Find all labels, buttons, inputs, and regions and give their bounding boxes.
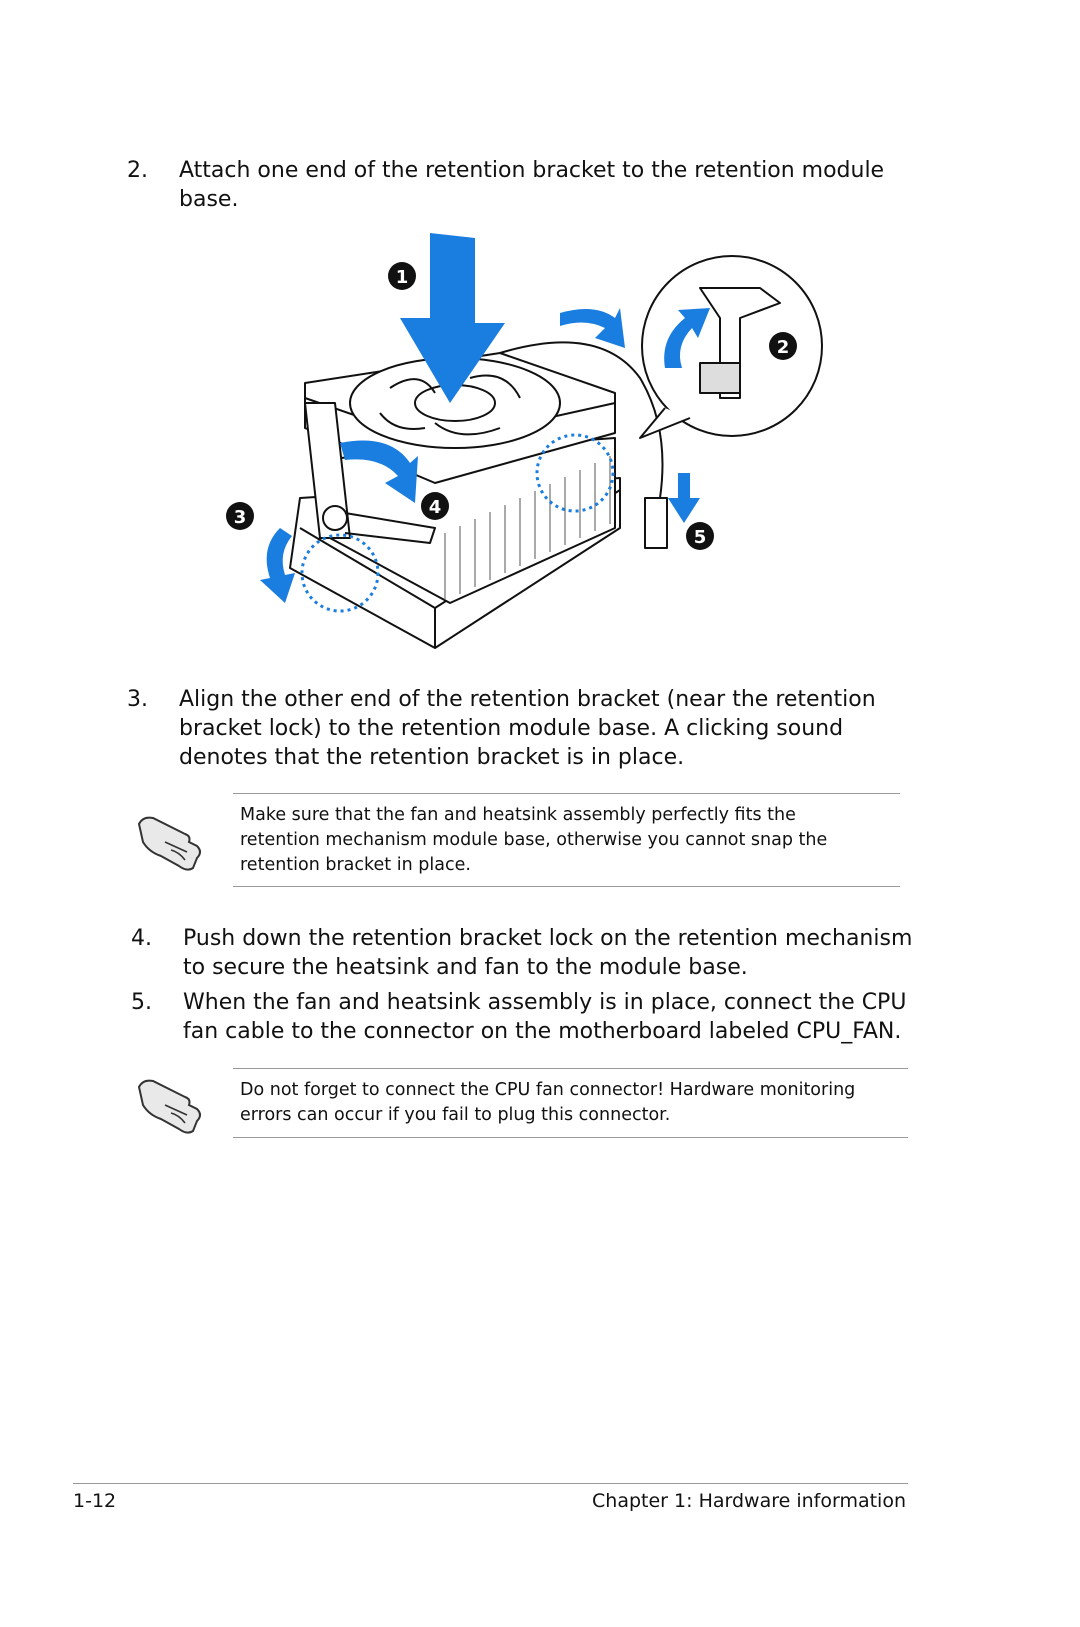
callout-3: 3: [234, 507, 247, 528]
callout-4: 4: [429, 497, 442, 518]
rotate-arrow: [664, 308, 710, 368]
callout-2: 2: [777, 337, 790, 358]
down-arrow: [400, 233, 505, 403]
swing-arrow: [260, 528, 295, 603]
latch-detail-circle-right: [535, 433, 615, 513]
page-number: 1-12: [73, 1490, 117, 1512]
note-top-rule: [233, 1068, 908, 1069]
step-text: Attach one end of the retention bracket …: [179, 158, 885, 212]
pointing-hand-icon: [137, 1079, 201, 1134]
fan-connector: [644, 497, 668, 549]
callout-1: 1: [396, 267, 409, 288]
step-number: 5.: [131, 990, 152, 1015]
pointing-hand-icon: [137, 816, 201, 871]
note-text: Do not forget to connect the CPU fan con…: [240, 1080, 856, 1125]
step-number: 2.: [127, 158, 148, 183]
latch-detail-circle-left: [300, 533, 380, 613]
note-bottom-rule: [233, 1137, 908, 1138]
step-text: Push down the retention bracket lock on …: [183, 926, 913, 980]
plug-arrow: [668, 473, 700, 523]
step-text: Align the other end of the retention bra…: [179, 687, 876, 770]
heatsink-installation-figure: 1 2 3 4 5: [226, 233, 823, 649]
chapter-title: Chapter 1: Hardware information: [592, 1490, 906, 1512]
note-bottom-rule: [233, 886, 900, 887]
step-number: 4.: [131, 926, 152, 951]
retention-bracket-lever: [304, 402, 351, 539]
callout-5: 5: [694, 527, 707, 548]
fan-cable: [499, 341, 664, 499]
note-text: Make sure that the fan and heatsink asse…: [240, 805, 828, 875]
note-top-rule: [233, 793, 900, 794]
footer-rule: [73, 1483, 908, 1484]
curved-arrow: [560, 308, 625, 348]
step-text: When the fan and heatsink assembly is in…: [183, 990, 907, 1044]
lock-arrow: [340, 440, 418, 503]
step-number: 3.: [127, 687, 148, 712]
